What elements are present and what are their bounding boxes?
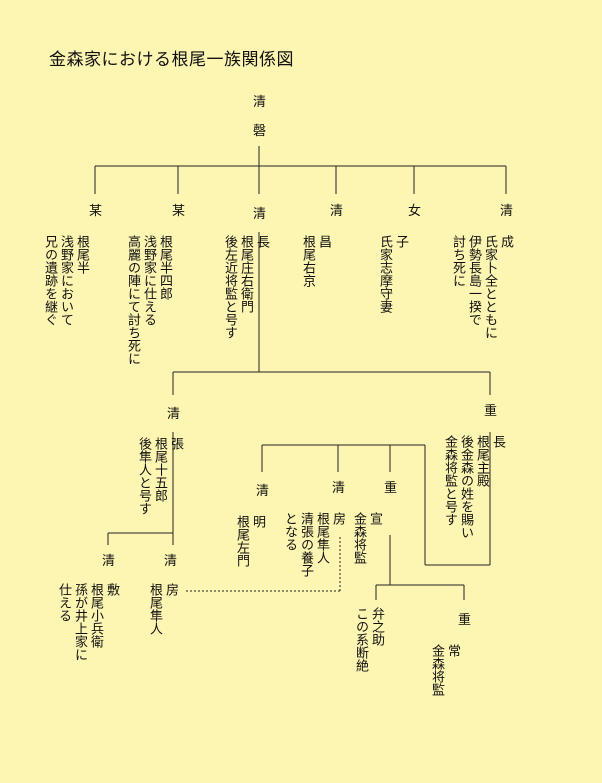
desc-line: 金森将監と号す xyxy=(442,435,457,526)
node-kiyonari-desc: 成 氏家卜全とともに 伊勢長島一揆で 討ち死に xyxy=(448,235,513,339)
desc-line: 根尾右京 xyxy=(300,235,315,287)
desc-line: 成 xyxy=(498,235,513,248)
desc-line: 根尾半四郎 xyxy=(157,235,172,300)
desc-line: 房 xyxy=(163,583,178,596)
desc-line: 伊勢長島一揆で xyxy=(466,235,481,326)
node-kiyofusa-desc: 房 根尾隼人 xyxy=(145,583,178,635)
desc-line: 根尾半 xyxy=(74,235,89,274)
node-shigenaga-desc: 長 根尾主殿 後金森の姓を賜い 金森将監と号す xyxy=(440,435,505,539)
desc-line: 討ち死に xyxy=(450,235,465,287)
desc-line: 金森将監 xyxy=(351,512,366,564)
node-kiyonaga: 清 xyxy=(253,207,267,222)
node-shigenobu-desc: 宣 金森将監 xyxy=(349,512,382,564)
desc-line: 昌 xyxy=(316,235,331,248)
desc-line: 子 xyxy=(393,235,408,248)
desc-line: この系断絶 xyxy=(353,607,368,672)
desc-line: 根尾小兵衛 xyxy=(88,583,103,648)
node-shigetsune: 重 xyxy=(458,613,472,628)
desc-line: 後左近将監と号す xyxy=(222,235,237,339)
desc-line: 高麗の陣にて討ち死に xyxy=(125,235,140,365)
node-kiyofusa-adopted: 清 xyxy=(332,481,346,496)
desc-line: 根尾隼人 xyxy=(147,583,162,635)
desc-line: 根尾主殿 xyxy=(474,435,489,487)
desc-line: 清張の養子 xyxy=(298,512,313,577)
node-kiyohari-desc: 張 根尾十五郎 後隼人と号す xyxy=(134,437,183,515)
desc-line: 兄の遺跡を継ぐ xyxy=(42,235,57,326)
desc-line: 孫が井上家に xyxy=(72,583,87,661)
desc-line: 後金森の姓を賜い xyxy=(458,435,473,539)
node-kiyoshiki-desc: 敷 根尾小兵衛 孫が井上家に 仕える xyxy=(54,583,119,661)
node-kiyo: 清 xyxy=(253,95,267,110)
node-onna: 女 xyxy=(408,204,422,219)
node-kiyomasa: 清 xyxy=(330,204,344,219)
desc-line: 長 xyxy=(254,235,269,248)
node-shigenaga: 重 xyxy=(484,404,498,419)
node-bennosuke-desc: 弁之助 この系断絶 xyxy=(351,607,384,672)
node-onna-desc: 子 氏家志摩守妻 xyxy=(375,235,408,313)
desc-line: 根尾隼人 xyxy=(314,512,329,564)
desc-line: 常 xyxy=(445,644,460,657)
node-kiyonari: 清 xyxy=(500,204,514,219)
node-kiyofusa: 清 xyxy=(164,554,178,569)
desc-line: 根尾十五郎 xyxy=(152,437,167,502)
desc-line: 敷 xyxy=(104,583,119,596)
desc-line: 浅野家に仕える xyxy=(141,235,156,326)
desc-line: 根尾庄右衛門 xyxy=(238,235,253,313)
node-bou1-desc: 根尾半 浅野家において 兄の遺跡を継ぐ xyxy=(40,235,89,326)
desc-line: 浅野家において xyxy=(58,235,73,326)
desc-line: となる xyxy=(282,512,297,551)
node-kiyoaki-desc: 明 根尾左門 xyxy=(232,515,265,567)
node-kiyoaki: 清 xyxy=(256,484,270,499)
desc-line: 氏家卜全とともに xyxy=(482,235,497,339)
node-bou1: 某 xyxy=(89,204,103,219)
desc-line: 金森将監 xyxy=(429,644,444,696)
desc-line: 根尾左門 xyxy=(234,515,249,567)
desc-line: 張 xyxy=(168,437,183,450)
node-kei: 磬 xyxy=(253,124,267,139)
node-kiyoshiki: 清 xyxy=(102,554,116,569)
node-kiyofusa-adopted-desc: 房 根尾隼人 清張の養子 となる xyxy=(280,512,345,577)
node-kiyonaga-desc: 長 根尾庄右衛門 後左近将監と号す xyxy=(220,235,269,339)
desc-line: 房 xyxy=(330,512,345,525)
node-shigetsune-desc: 常 金森将監 xyxy=(427,644,460,696)
node-bou2: 某 xyxy=(172,204,186,219)
desc-line: 氏家志摩守妻 xyxy=(377,235,392,313)
desc-line: 弁之助 xyxy=(369,607,384,646)
desc-line: 後隼人と号す xyxy=(136,437,151,515)
desc-line: 明 xyxy=(250,515,265,528)
desc-line: 長 xyxy=(490,435,505,448)
node-kiyohari: 清 xyxy=(167,407,181,422)
desc-line: 仕える xyxy=(56,583,71,622)
node-kiyomasa-desc: 昌 根尾右京 xyxy=(298,235,331,287)
node-bou2-desc: 根尾半四郎 浅野家に仕える 高麗の陣にて討ち死に xyxy=(123,235,172,365)
desc-line: 宣 xyxy=(367,512,382,525)
node-shigenobu: 重 xyxy=(384,481,398,496)
diagram-title: 金森家における根尾一族関係図 xyxy=(49,50,294,70)
